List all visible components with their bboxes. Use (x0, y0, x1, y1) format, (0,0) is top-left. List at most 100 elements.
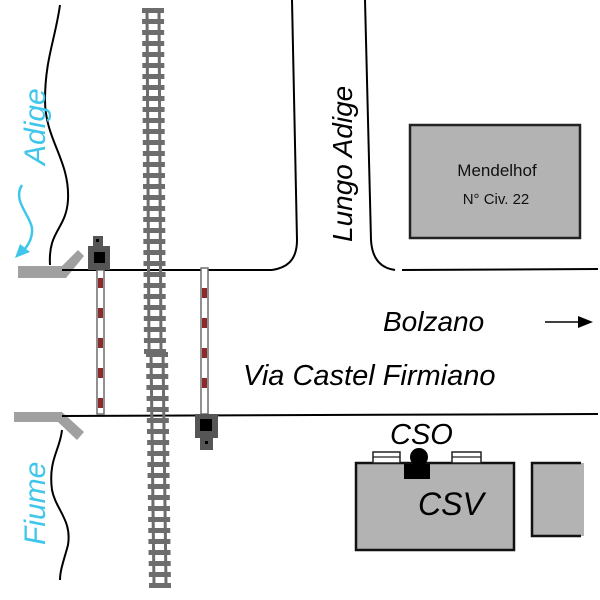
building-csv (354, 461, 516, 552)
rail-sleeper (143, 272, 166, 277)
barrier-stripe (98, 398, 103, 408)
rail-sleeper (142, 8, 164, 13)
barrier-stripe (202, 318, 207, 328)
rail-sleeper (142, 173, 165, 178)
rail-sleeper (142, 96, 165, 101)
rail-sleeper (146, 396, 169, 401)
rail-sleeper (147, 495, 170, 500)
rail-sleeper (147, 440, 170, 445)
building-label-csv: CSV (418, 486, 486, 522)
barrier-stripe (202, 288, 207, 298)
rail-sleeper (148, 561, 171, 566)
road-edge-bottom (61, 413, 599, 417)
rail-sleeper (148, 550, 171, 555)
barrier-stripe (202, 348, 207, 358)
rail-sleeper (146, 352, 168, 357)
rail-sleeper (142, 63, 165, 68)
lungo-adige-right-edge (364, 0, 396, 271)
rail-sleeper (146, 374, 169, 379)
street-label-via-castel-firmiano: Via Castel Firmiano (243, 360, 496, 392)
rail-sleeper (142, 85, 165, 90)
rail-sleeper (143, 250, 166, 255)
rail-sleeper (143, 316, 166, 321)
rail-line (157, 7, 163, 351)
rail-sleeper (147, 451, 170, 456)
street-label-lungo-adige: Lungo Adige (327, 86, 358, 242)
rail-sleeper (143, 294, 166, 299)
rail-sleeper (147, 462, 170, 467)
rail-sleeper (148, 517, 171, 522)
rail-sleeper (143, 349, 166, 354)
roof-box-right (451, 451, 482, 464)
river-flow-arrow-icon (17, 184, 34, 253)
barrier-right (200, 267, 209, 415)
signal-label-cso: CSO (390, 419, 453, 451)
road-edge-top-right (401, 268, 599, 271)
rail-sleeper (146, 418, 169, 423)
rail-sleeper (143, 217, 166, 222)
rail-sleeper (148, 528, 171, 533)
arrow-right-icon (578, 316, 593, 328)
river-bank-top (43, 4, 70, 266)
barrier-stripe (98, 308, 103, 318)
rail-sleeper (142, 19, 165, 24)
rail-sleeper (142, 151, 165, 156)
lungo-adige-left-edge (271, 0, 299, 271)
rail-sleeper (143, 228, 166, 233)
river-flow-arrowhead-icon (15, 244, 30, 258)
river-bank-bottom (50, 429, 70, 581)
barrier-stripe (98, 368, 103, 378)
barrier-stripe (98, 338, 103, 348)
rail-sleeper (146, 407, 169, 412)
rail-sleeper (142, 74, 165, 79)
rail-sleeper (143, 239, 166, 244)
barrier-stripe (98, 278, 103, 288)
building-annex (530, 461, 581, 538)
direction-label-bolzano: Bolzano (383, 306, 484, 337)
river-label-adige: Adige (19, 88, 52, 167)
building-name-mendelhof: Mendelhof (457, 161, 537, 180)
barrier-left (96, 269, 105, 415)
rail-sleeper (143, 184, 166, 189)
barrier-stripe (202, 378, 207, 388)
rail-sleeper (143, 195, 166, 200)
rail-sleeper (142, 30, 165, 35)
rail-sleeper (147, 506, 170, 511)
bridge-bottom (14, 412, 84, 440)
rail-line (145, 7, 151, 351)
rail-sleeper (148, 539, 171, 544)
river-label-fiume: Fiume (19, 462, 52, 545)
rail-line (149, 351, 156, 586)
signal-top-left (88, 236, 110, 270)
rail-sleeper (147, 473, 170, 478)
rail-sleeper (148, 572, 171, 577)
rail-sleeper (143, 206, 166, 211)
rail-sleeper (146, 429, 169, 434)
rail-sleeper (142, 129, 165, 134)
building-mendelhof (408, 123, 582, 240)
signal-bottom-right (195, 414, 218, 450)
rail-sleeper (142, 52, 165, 57)
building-number: N° Civ. 22 (463, 191, 530, 208)
rail-sleeper (142, 118, 165, 123)
railway-track (142, 7, 171, 588)
roof-box-left (372, 451, 401, 464)
rail-line (161, 351, 168, 586)
rail-sleeper (148, 583, 171, 588)
rail-sleeper (143, 327, 166, 332)
rail-sleeper (143, 283, 166, 288)
cso-signal-base (404, 464, 430, 479)
rail-sleeper (147, 484, 170, 489)
rail-sleeper (143, 261, 166, 266)
rail-sleeper (143, 305, 166, 310)
cso-signal-head-icon (410, 448, 428, 466)
rail-sleeper (142, 41, 165, 46)
rail-sleeper (146, 363, 169, 368)
rail-sleeper (142, 107, 165, 112)
rail-sleeper (142, 162, 165, 167)
rail-sleeper (143, 338, 166, 343)
rail-sleeper (146, 385, 169, 390)
rail-sleeper (142, 140, 165, 145)
